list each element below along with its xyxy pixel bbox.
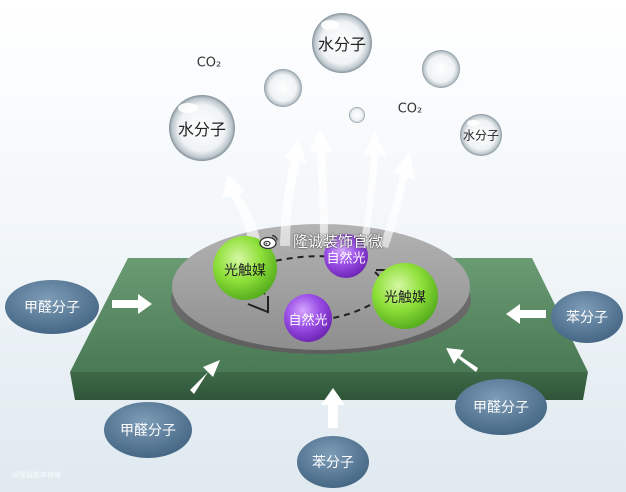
rising-arrow (280, 140, 307, 246)
pill-formaldehyde-bottom-right (455, 379, 547, 435)
benzene-label-right: 苯分子 (566, 310, 608, 326)
credit-text: @隆诚装饰官微 (12, 471, 61, 479)
bubble-shine (321, 20, 339, 30)
water-molecule-label: 水分子 (317, 35, 367, 54)
catalyst-ball-right (372, 263, 438, 329)
bubbles (169, 13, 502, 161)
bubble-shine (178, 103, 198, 113)
catalyst-label-right: 光触媒 (384, 290, 426, 306)
formaldehyde-label-bottom-left: 甲醛分子 (120, 423, 176, 439)
small-bubble (349, 107, 365, 123)
formaldehyde-label-bottom-right: 甲醛分子 (473, 400, 529, 416)
co2-label: CO₂ (196, 55, 222, 71)
pill-formaldehyde-left (5, 280, 99, 334)
water-molecule-label: 水分子 (177, 120, 227, 139)
small-bubble (422, 50, 460, 88)
benzene-label-bottom: 苯分子 (312, 455, 354, 471)
weibo-icon (259, 234, 278, 249)
light-ball-bottom (284, 294, 332, 342)
rising-arrows (222, 128, 415, 248)
pill-formaldehyde-bottom-left (104, 402, 192, 458)
loop-arrowhead (247, 296, 269, 314)
rising-arrow (360, 130, 386, 246)
small-bubble (264, 69, 302, 107)
rising-arrow (310, 128, 332, 246)
arrow-benzene-bottom (321, 388, 345, 428)
watermark-text: 隆诚装饰官微 (292, 232, 384, 251)
rising-arrow (380, 152, 415, 248)
light-label-top: 自然光 (326, 251, 366, 267)
light-label-bottom: 自然光 (288, 313, 328, 329)
arrow-formaldehyde-bottom-left (190, 360, 220, 394)
rising-arrow (222, 175, 262, 248)
water-molecule-label: 水分子 (462, 128, 500, 143)
pill-benzene-bottom (297, 436, 369, 488)
arrow-formaldehyde-left (112, 294, 152, 314)
reaction-loop (253, 255, 401, 321)
catalyst-ball-left (213, 236, 277, 300)
pollutant-arrows (112, 294, 546, 428)
arrow-formaldehyde-bottom-right (446, 348, 478, 372)
arrow-benzene-right (506, 304, 546, 324)
light-ball-top (324, 234, 368, 278)
bubble-shine (467, 120, 479, 126)
catalyst-label-left: 光触媒 (224, 263, 266, 279)
formaldehyde-label-left: 甲醛分子 (24, 300, 80, 316)
co2-label: CO₂ (397, 101, 423, 117)
pill-benzene-right (551, 291, 623, 343)
